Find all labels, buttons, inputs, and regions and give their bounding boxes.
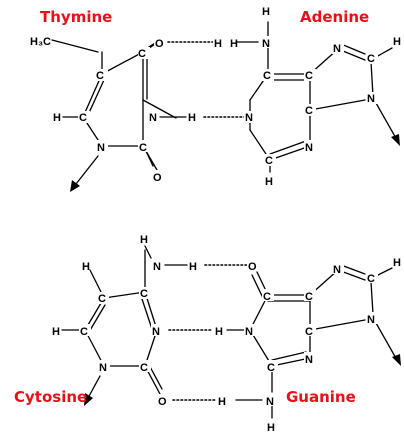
atom-h-adenine-top: H (262, 6, 270, 18)
atom-n-cytosine-3: N (152, 326, 160, 338)
atom-c-adenine-6: C (263, 70, 271, 82)
atom-n-cytosine-amine: N (153, 261, 161, 273)
atom-n-thymine-1: N (97, 142, 105, 154)
atom-c-thymine-4: C (138, 48, 146, 60)
atom-h-cytosine-amine-top: H (140, 234, 148, 246)
atom-h-cytosine-6: H (52, 326, 60, 338)
atom-c-cytosine-5: C (98, 293, 106, 305)
atom-c-cytosine-4: C (140, 288, 148, 300)
atom-n-guanine-amine: N (266, 396, 274, 408)
atom-h-guanine-amine: H (218, 396, 226, 408)
atom-n-guanine-1: N (245, 326, 253, 338)
atom-h-cytosine-amine: H (189, 261, 197, 273)
atom-o-guanine-6: O (248, 261, 257, 273)
thymine-adenine-pair: H₃C O H N H C C C C N H N H O (28, 6, 401, 192)
atom-o-cytosine-2: O (158, 396, 167, 408)
atom-n-adenine-9: N (367, 93, 375, 105)
atom-n-guanine-9: N (367, 314, 375, 326)
atom-h-thymine-3: H (188, 112, 196, 124)
atom-h-guanine-8: H (393, 257, 401, 269)
atom-n-guanine-3: N (305, 354, 313, 366)
atom-n-guanine-7: N (333, 264, 341, 276)
atom-c-adenine-8: C (367, 53, 375, 65)
atom-c-adenine-4: C (305, 105, 313, 117)
adenine-ring (235, 21, 398, 173)
atom-c-adenine-2: C (265, 155, 273, 167)
atom-h-thymine-6: H (53, 112, 61, 124)
atom-c-guanine-4: C (305, 326, 313, 338)
atom-c-cytosine-6: C (80, 326, 88, 338)
adenine-sugar-arrow (391, 134, 400, 146)
atom-c-adenine-5: C (305, 70, 313, 82)
atom-n-adenine-1: N (245, 112, 253, 124)
label-adenine: Adenine (300, 8, 369, 26)
atom-n-adenine-3: N (305, 142, 313, 154)
atom-n-cytosine-1: N (99, 362, 107, 374)
atom-o-thymine-2: O (153, 172, 162, 184)
atom-c-guanine-6: C (263, 291, 271, 303)
atom-h-cytosine-5: H (82, 261, 90, 273)
thymine-ring (62, 40, 177, 171)
atom-c-thymine-6: C (79, 112, 87, 124)
atom-c-guanine-5: C (305, 291, 313, 303)
atom-c-cytosine-2: C (140, 362, 148, 374)
atom-n-adenine-amine: N (262, 38, 270, 50)
cytosine-sugar-arrow (84, 375, 101, 406)
guanine-sugar-arrow (392, 354, 401, 366)
cytosine-guanine-pair: H N H O H C C C H N H N C (14, 234, 401, 434)
atom-c-thymine-5: C (96, 70, 104, 82)
label-thymine: Thymine (40, 8, 112, 26)
atom-n-thymine-3: N (149, 112, 157, 124)
atom-h-adenine-2: H (265, 176, 273, 188)
atom-h-adenine-amine: H (214, 38, 222, 50)
thymine-sugar-arrow (70, 155, 99, 192)
label-cytosine: Cytosine (14, 388, 87, 406)
atom-h-adenine-8: H (393, 36, 401, 48)
label-guanine: Guanine (286, 388, 356, 406)
atom-h-guanine-1: H (215, 326, 223, 338)
atom-o-thymine-top: O (155, 38, 164, 50)
atom-n-adenine-7: N (333, 43, 341, 55)
methyl-group: H₃C (30, 36, 51, 48)
atom-h-adenine-bond: H (230, 38, 238, 50)
atom-c-guanine-8: C (367, 273, 375, 285)
atom-c-thymine-2: C (139, 142, 147, 154)
atom-c-guanine-2: C (267, 362, 275, 374)
atom-h-guanine-amine-bottom: H (267, 422, 275, 434)
